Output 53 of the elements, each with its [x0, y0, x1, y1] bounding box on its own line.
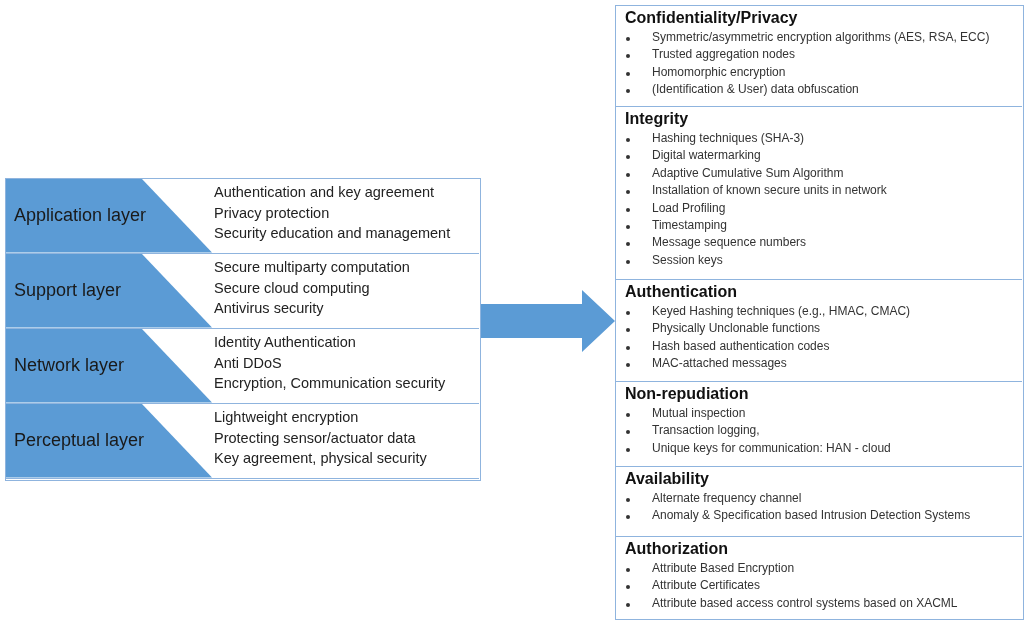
- measure-item: Identity Authentication: [214, 334, 356, 350]
- layer-name: Perceptual layer: [14, 429, 145, 451]
- bullet-item: Installation of known secure units in network: [652, 183, 887, 198]
- bullet-item: Timestamping: [652, 218, 727, 232]
- bullet-item: Digital watermarking: [652, 148, 761, 163]
- layer-row: [6, 329, 479, 404]
- bullet-item: Load Profiling: [652, 200, 726, 215]
- layer-name: Application layer: [14, 204, 147, 226]
- measure-item: Key agreement, physical security: [214, 450, 427, 466]
- bullet-item: Adaptive Cumulative Sum Algorithm: [652, 165, 844, 180]
- layer-row: [6, 254, 479, 329]
- bullet-item: Hashing techniques (SHA-3): [652, 131, 805, 145]
- bullet-item: Keyed Hashing techniques (e.g., HMAC, CMAC): [652, 304, 911, 318]
- measure-item: Secure multiparty computation: [214, 259, 410, 275]
- section-heading: Integrity: [625, 110, 689, 128]
- measure-item: Security education and management: [214, 225, 451, 241]
- measure-item: Antivirus security: [214, 300, 324, 316]
- layer-name: Support layer: [14, 279, 122, 301]
- block-arrow: [481, 290, 615, 352]
- measure-item: Secure cloud computing: [214, 279, 370, 296]
- bullet-item: Attribute Certificates: [652, 578, 761, 593]
- bullet-item: MAC-attached messages: [652, 356, 787, 371]
- section-heading: Non-repudiation: [625, 385, 749, 403]
- bullet-item: Anomaly & Specification based Intrusion Detection Systems: [652, 508, 971, 523]
- panel-frame: [615, 5, 1024, 620]
- measure-item: Encryption, Communication security: [214, 375, 446, 391]
- bullet-item: Mutual inspection: [652, 406, 746, 420]
- section-heading: Authentication: [625, 283, 737, 301]
- bullet-item: Symmetric/asymmetric encryption algorithms (AES, RSA, ECC): [652, 30, 990, 44]
- panel-frame: [5, 178, 481, 481]
- bullet-item: Session keys: [652, 252, 723, 267]
- layer-row: [6, 179, 479, 254]
- measure-item: Lightweight encryption: [214, 409, 359, 425]
- bullet-item: Physically Unclonable functions: [652, 321, 821, 336]
- bullet-item: (Identification & User) data obfuscation: [652, 82, 859, 97]
- bullet-item: Alternate frequency channel: [652, 491, 802, 505]
- bullet-item: Homomorphic encryption: [652, 64, 786, 79]
- bullet-item: Attribute based access control systems based on XACML: [652, 595, 958, 610]
- section-heading: Confidentiality/Privacy: [625, 9, 798, 27]
- bullet-item: Hash based authentication codes: [652, 338, 830, 353]
- section-heading: Authorization: [625, 540, 729, 558]
- bullet-item: Attribute Based Encryption: [652, 561, 795, 575]
- measure-item: Protecting sensor/actuator data: [214, 429, 416, 446]
- layer-row: [6, 404, 479, 479]
- bullet-item: Transaction logging,: [652, 423, 760, 438]
- bullet-item: Unique keys for communication: HAN - cloud: [652, 440, 891, 455]
- measure-item: Anti DDoS: [214, 354, 282, 371]
- bullet-item: Message sequence numbers: [652, 235, 807, 250]
- measure-item: Privacy protection: [214, 204, 330, 221]
- measure-item: Authentication and key agreement: [214, 184, 435, 200]
- section-heading: Availability: [625, 470, 709, 488]
- bullet-item: Trusted aggregation nodes: [652, 47, 795, 62]
- layer-name: Network layer: [14, 354, 125, 376]
